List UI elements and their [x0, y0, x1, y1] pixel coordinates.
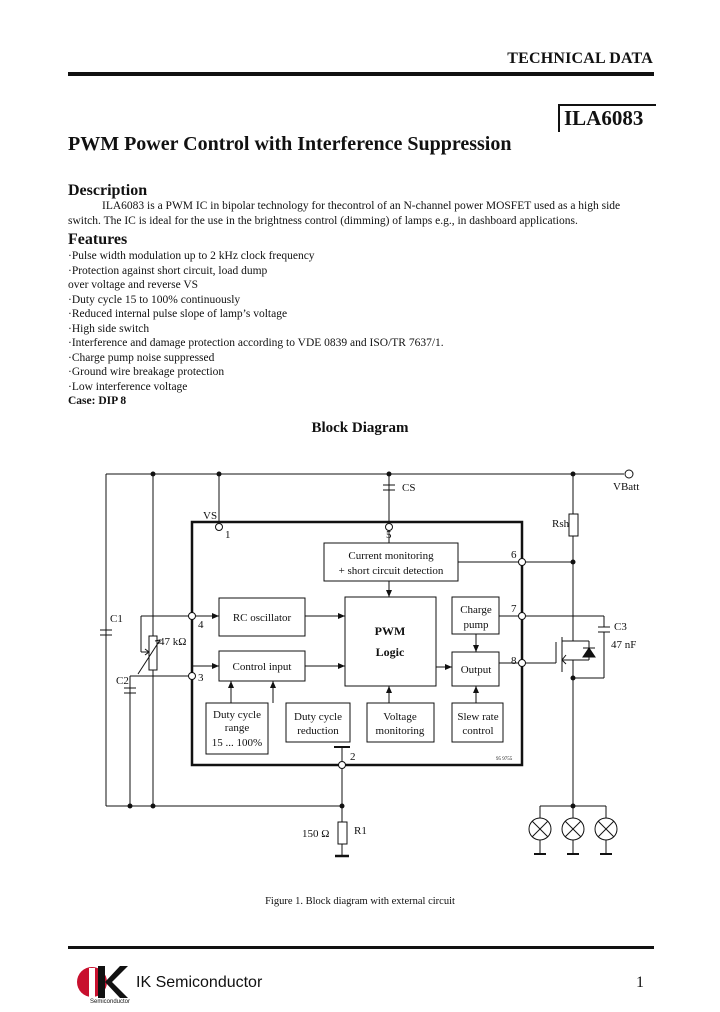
feature-item: ·Ground wire breakage protection: [68, 366, 225, 378]
footer-rule: [68, 946, 654, 949]
page-title: PWM Power Control with Interference Supp…: [68, 133, 512, 155]
pin-number: 6: [511, 549, 517, 561]
slew-rate-text: Slew rate: [457, 711, 498, 723]
pin-number: 5: [386, 529, 392, 541]
current-monitoring-text: Current monitoring: [348, 550, 434, 562]
feature-item: ·Reduced internal pulse slope of lamp’s …: [68, 308, 288, 320]
pot-value: 47 kΩ: [159, 636, 186, 648]
company-name: IK Semiconductor: [136, 974, 263, 991]
pin-4-marker: [188, 612, 196, 620]
duty-range-block: [205, 702, 269, 755]
feature-item: ·High side switch: [68, 322, 150, 335]
features-heading: Features: [68, 231, 128, 248]
voltage-monitoring-block: [366, 702, 435, 743]
slew-rate-text: control: [462, 725, 493, 737]
ic-outline: [190, 520, 524, 767]
logo-subtitle: Semiconductor: [90, 999, 131, 1005]
features-list: ·Pulse width modulation up to 2 kHz cloc…: [68, 249, 444, 409]
c3-value: 47 nF: [611, 639, 636, 651]
vs-label: VS: [203, 510, 217, 522]
description-line: switch. The IC is ideal for the use in t…: [68, 214, 578, 227]
pwm-logic-block: [344, 596, 437, 687]
current-monitoring-text: + short circuit detection: [339, 565, 444, 577]
feature-item: ·Interference and damage protection acco…: [68, 337, 444, 349]
pwm-text: PWM: [375, 624, 406, 638]
pin-number: 3: [198, 672, 204, 684]
feature-item: over voltage and reverse VS: [68, 279, 199, 291]
vbatt-terminal: [624, 469, 634, 479]
r1-label: R1: [354, 825, 367, 837]
case-label: Case:: [68, 395, 96, 407]
feature-item: ·Charge pump noise suppressed: [68, 351, 215, 364]
ik-logo-icon: [77, 966, 128, 998]
part-number-box: [558, 104, 656, 132]
pin-number: 1: [225, 529, 231, 541]
description-text: ILA6083 is a PWM IC in bipolar technolog…: [68, 199, 654, 228]
pin-3-marker: [188, 672, 196, 680]
duty-range-text: range: [225, 722, 250, 734]
pin-number: 7: [511, 603, 517, 615]
feature-item: ·Duty cycle 15 to 100% continuously: [68, 293, 241, 306]
rc-oscillator-text: RC oscillator: [233, 612, 292, 624]
description-line: ILA6083 is a PWM IC in bipolar technolog…: [102, 200, 621, 212]
voltage-monitoring-text: monitoring: [376, 725, 425, 737]
header-rule: [68, 72, 654, 76]
block-diagram: Current monitoring + short circuit detec…: [100, 469, 639, 858]
pin-5-marker: [385, 523, 393, 531]
voltage-monitoring-text: Voltage: [383, 711, 417, 723]
duty-reduction-text: reduction: [297, 725, 339, 737]
pin-1-marker: [215, 523, 223, 531]
case-line: Case: DIP 8: [68, 394, 444, 409]
part-number: ILA6083: [564, 106, 644, 130]
vbatt-label: VBatt: [613, 481, 639, 493]
pin-2-marker: [338, 761, 346, 769]
c1-label: C1: [110, 613, 123, 625]
case-value: DIP 8: [98, 395, 127, 407]
c3-label: C3: [614, 621, 627, 633]
duty-reduction-text: Duty cycle: [294, 711, 342, 723]
page-number: 1: [636, 974, 644, 991]
charge-pump-text: Charge: [460, 604, 492, 616]
rc-oscillator-block: [218, 597, 306, 637]
rsh-label: Rsh: [552, 518, 570, 530]
slew-rate-block: [451, 702, 504, 743]
pin-number: 4: [198, 619, 204, 631]
duty-range-text: Duty cycle: [213, 709, 261, 721]
block-diagram-title: Block Diagram: [311, 420, 409, 436]
feature-item: ·Protection against short circuit, load …: [68, 264, 268, 277]
logic-text: Logic: [376, 645, 405, 659]
description-heading: Description: [68, 182, 148, 199]
pin-number: 2: [350, 751, 356, 763]
c2-label: C2: [116, 675, 129, 687]
pin-6-marker: [518, 558, 526, 566]
control-input-text: Control input: [233, 661, 292, 673]
r1-value: 150 Ω: [302, 828, 329, 840]
pin-number: 8: [511, 655, 517, 667]
pin-7-marker: [518, 612, 526, 620]
feature-item: ·Low interference voltage: [68, 380, 188, 393]
cs-label: CS: [402, 482, 415, 494]
output-text: Output: [461, 664, 492, 676]
pin-8-marker: [518, 659, 526, 667]
figure-caption: Figure 1. Block diagram with external ci…: [265, 896, 455, 907]
duty-range-text: 15 ... 100%: [212, 737, 262, 749]
feature-item: ·Pulse width modulation up to 2 kHz cloc…: [68, 250, 315, 262]
charge-pump-text: pump: [463, 619, 489, 631]
technical-data-label: TECHNICAL DATA: [507, 50, 653, 67]
reference-number: 95 9755: [496, 757, 513, 762]
duty-reduction-block: [285, 702, 351, 743]
